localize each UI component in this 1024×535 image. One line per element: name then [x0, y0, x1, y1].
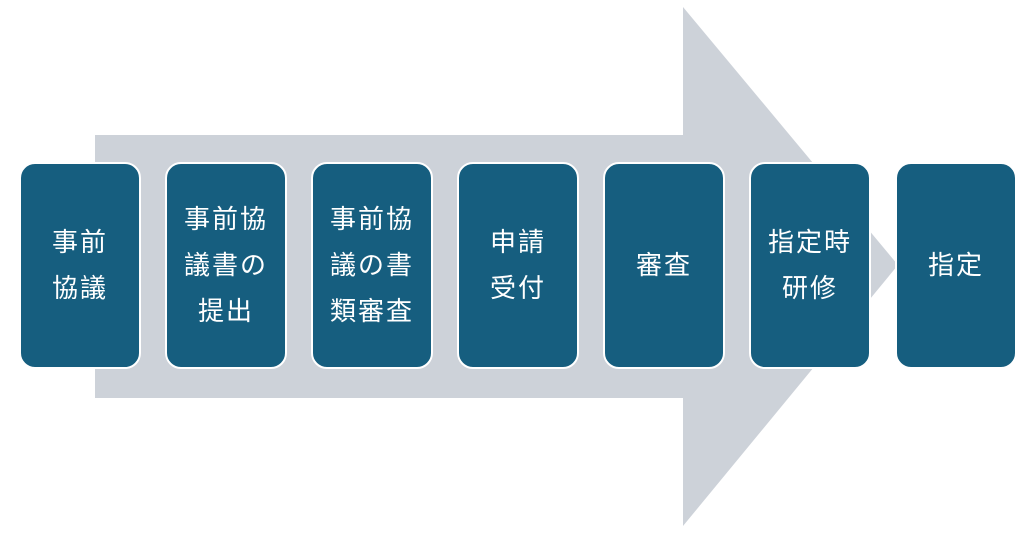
step-1-box: 事前 協議 [19, 162, 141, 369]
step-5-box: 審査 [603, 162, 725, 369]
step-3-box: 事前協 議の書 類審査 [311, 162, 433, 369]
step-1-label: 事前 協議 [51, 227, 108, 304]
step-6-box: 指定時 研修 [749, 162, 871, 369]
step-5-label: 審査 [635, 250, 692, 281]
step-3-label: 事前協 議の書 類審査 [329, 204, 414, 327]
step-7-box: 指定 [895, 162, 1017, 369]
step-2-box: 事前協 議書の 提出 [165, 162, 287, 369]
step-4-box: 申請 受付 [457, 162, 579, 369]
step-4-label: 申請 受付 [489, 227, 546, 304]
step-6-label: 指定時 研修 [767, 227, 852, 304]
step-2-label: 事前協 議書の 提出 [183, 204, 268, 327]
step-7-label: 指定 [927, 250, 984, 281]
